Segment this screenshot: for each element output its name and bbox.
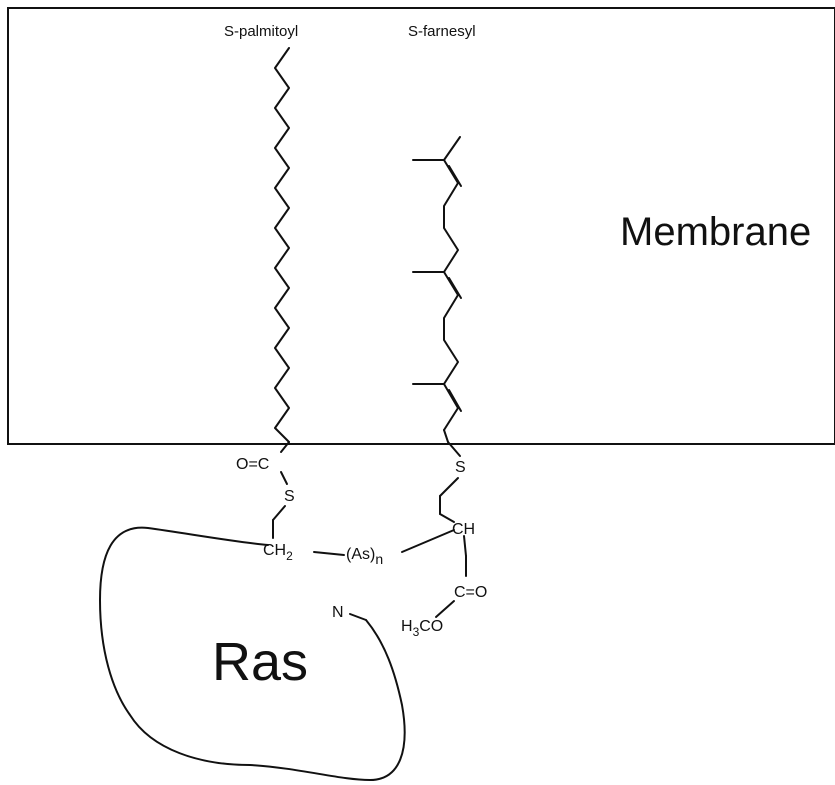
thioester-sulfur-label: S (284, 488, 295, 505)
membrane-box (7, 7, 835, 445)
palmitoyl-chain (274, 47, 290, 443)
farnesyl-label: S-farnesyl (408, 23, 476, 40)
backbone-linker-to-ch (401, 529, 455, 553)
n-terminal-tail (349, 613, 367, 621)
ch-label: CH (452, 521, 475, 538)
backbone-ch2-to-linker (313, 551, 345, 556)
ras-protein-outline (99, 526, 406, 781)
ras-label: Ras (212, 632, 308, 692)
farnesyl-chain (412, 136, 462, 443)
palmitoyl-label: S-palmitoyl (224, 23, 298, 40)
methoxy-label: H3CO (401, 618, 443, 639)
thioether-sulfur-label: S (455, 459, 466, 476)
ch2-label: CH2 (263, 542, 293, 563)
palmitoyl-linkage (272, 441, 290, 539)
membrane-label: Membrane (620, 210, 811, 254)
n-terminus-label: N (332, 604, 344, 621)
linker-label: (As)n (346, 546, 383, 567)
thioester-carbonyl-label: O=C (236, 456, 269, 473)
carbonyl-label: C=O (454, 584, 487, 601)
farnesyl-linkage (435, 441, 467, 618)
